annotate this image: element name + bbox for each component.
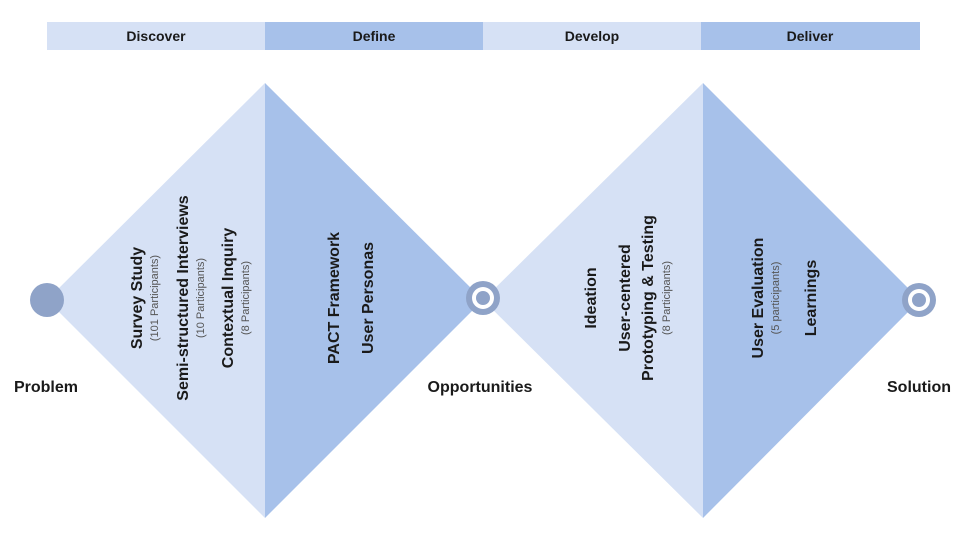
contextual-inquiry-detail: (8 Participants) <box>240 261 252 335</box>
define-half <box>265 83 483 518</box>
phase-define-label: Define <box>353 28 396 44</box>
problem-marker <box>30 283 64 317</box>
semi-structured-interviews-detail: (10 Participants) <box>195 258 207 338</box>
learnings-title: Learnings <box>803 260 820 337</box>
user-evaluation-detail: (5 participants) <box>770 262 782 335</box>
discover-half <box>47 83 265 518</box>
deliver-activities: User Evaluation (5 participants) Learnin… <box>750 238 820 359</box>
phase-discover-band <box>47 22 265 50</box>
survey-study-detail: (101 Participants) <box>149 255 161 341</box>
ideation-title: Ideation <box>583 267 600 328</box>
user-centered-title: User-centered <box>617 244 634 352</box>
filled-circle-icon <box>30 283 64 317</box>
prototyping-testing-title: Prototyping & Testing <box>640 215 657 381</box>
user-evaluation-title: User Evaluation <box>750 238 767 359</box>
contextual-inquiry-title: Contextual Inquiry <box>220 228 237 369</box>
phase-header-bar: Discover Define Develop Deliver <box>47 22 920 50</box>
solution-marker <box>902 283 936 317</box>
problem-label: Problem <box>14 379 78 396</box>
first-diamond <box>47 83 483 518</box>
target-icon <box>466 281 500 315</box>
opportunities-marker <box>466 281 500 315</box>
prototyping-testing-detail: (8 Participants) <box>661 261 673 335</box>
phase-develop-band <box>483 22 701 50</box>
phase-develop-label: Develop <box>565 28 619 44</box>
survey-study-title: Survey Study <box>129 247 146 349</box>
target-icon <box>902 283 936 317</box>
phase-deliver-label: Deliver <box>787 28 834 44</box>
opportunities-label: Opportunities <box>428 379 533 396</box>
phase-deliver-band <box>701 22 920 50</box>
discover-activities: Survey Study (101 Participants) Semi-str… <box>129 195 252 401</box>
develop-activities: Ideation User-centered Prototyping & Tes… <box>583 215 673 381</box>
semi-structured-interviews-title: Semi-structured Interviews <box>175 195 192 401</box>
user-personas-title: User Personas <box>360 242 377 354</box>
deliver-half <box>703 83 920 518</box>
develop-half <box>483 83 703 518</box>
define-activities: PACT Framework User Personas <box>326 232 377 364</box>
pact-framework-title: PACT Framework <box>326 232 343 364</box>
solution-label: Solution <box>887 379 951 396</box>
phase-define-band <box>265 22 483 50</box>
phase-discover-label: Discover <box>126 28 186 44</box>
second-diamond <box>483 83 920 518</box>
